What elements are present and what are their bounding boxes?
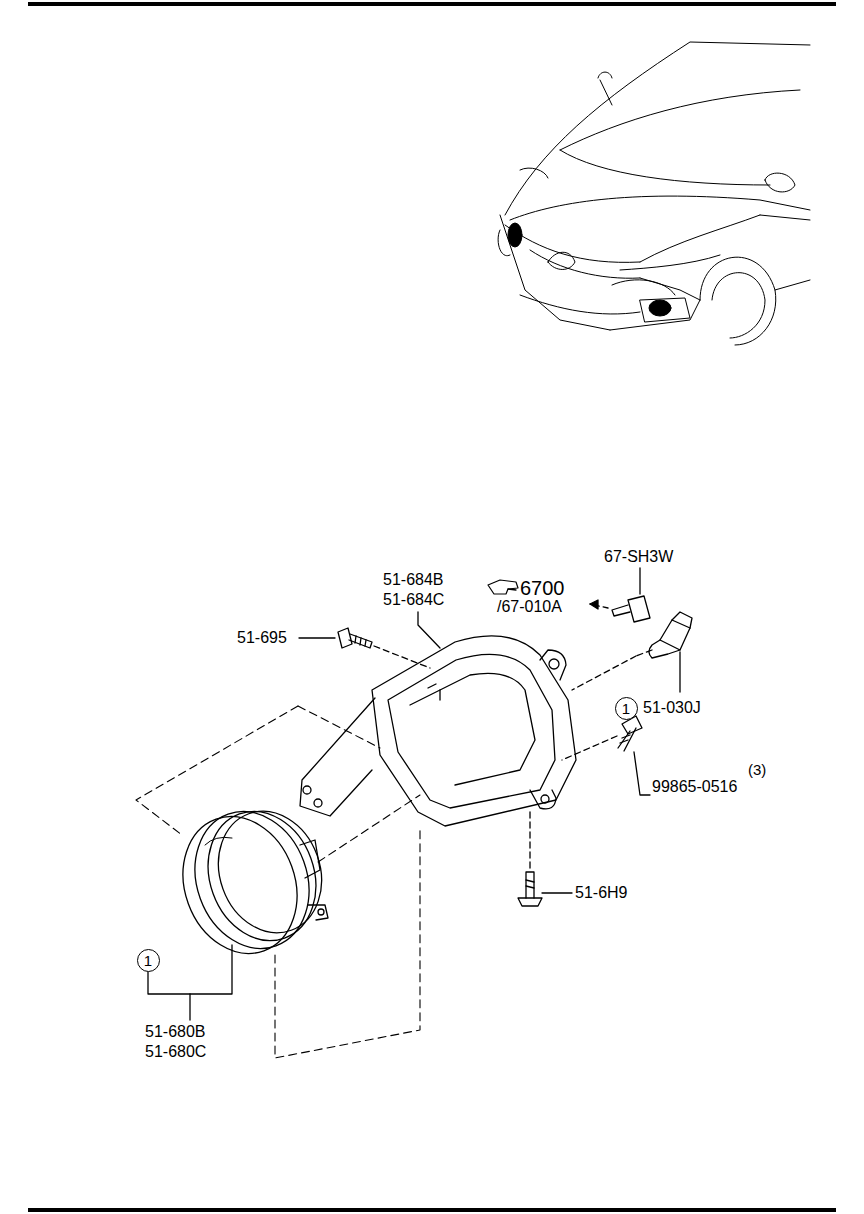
part-number: 51-684B xyxy=(383,571,444,589)
callout-number: 1 xyxy=(144,953,152,968)
part-number: 51-680B xyxy=(145,1023,206,1041)
callout-circle: 1 xyxy=(137,949,160,972)
callout-number: 1 xyxy=(622,701,630,716)
part-number: 67-SH3W xyxy=(604,548,673,566)
part-number: 51-684C xyxy=(383,591,444,609)
part-number: 51-680C xyxy=(145,1043,206,1061)
part-number: /67-010A xyxy=(497,598,562,616)
part-number: 6700 xyxy=(520,577,565,599)
part-number: 51-695 xyxy=(237,629,287,647)
callout-circle: 1 xyxy=(615,697,638,720)
part-number: 51-030J xyxy=(643,699,701,717)
part-number: 51-6H9 xyxy=(575,884,627,902)
part-number: (3) xyxy=(748,761,766,778)
part-number: 99865-0516 xyxy=(652,778,737,796)
